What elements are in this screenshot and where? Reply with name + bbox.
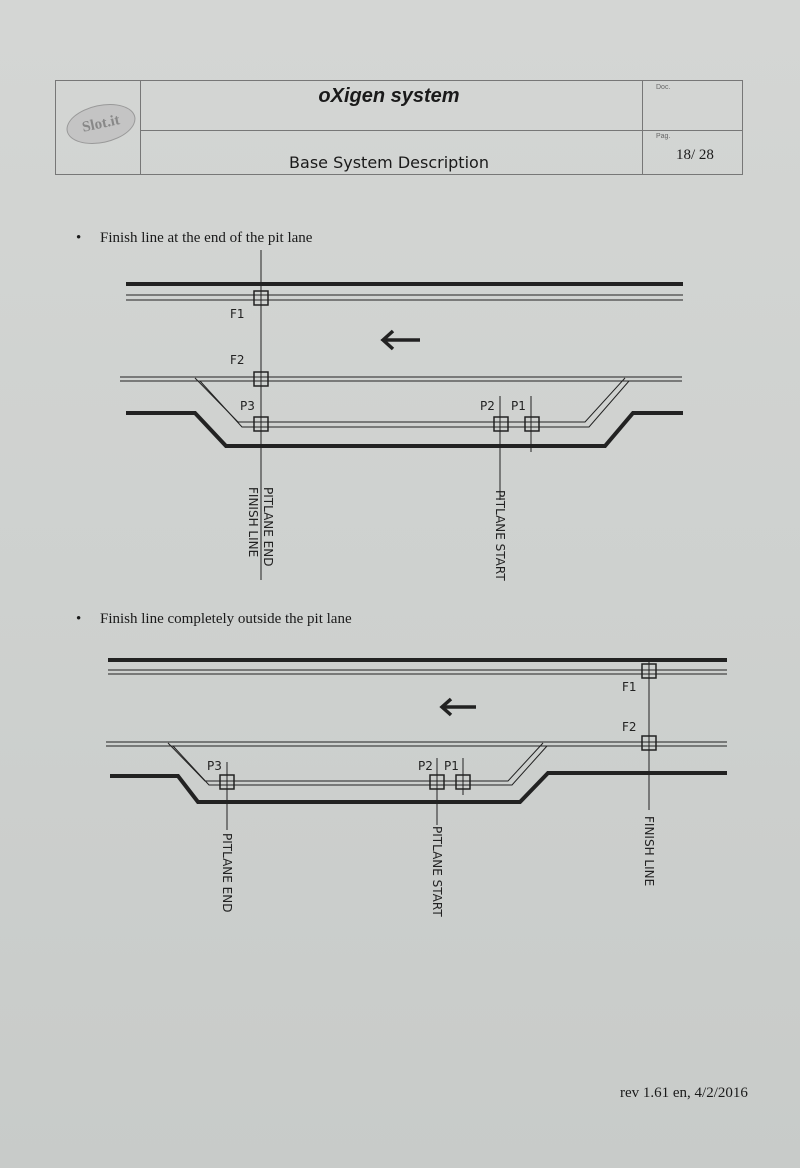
finish-line-label: FINISH LINE <box>246 487 260 557</box>
direction-arrow-icon <box>439 697 476 717</box>
sensor-f2-label: F2 <box>230 353 245 367</box>
pitlane-start-label: PITLANE START <box>430 826 444 917</box>
sensor-p3-label: P3 <box>240 399 255 413</box>
pitlane-end-label: PITLANE END <box>261 487 275 566</box>
sensor-p2-label: P2 <box>418 759 433 773</box>
revision-footer: rev 1.61 en, 4/2/2016 <box>620 1085 748 1101</box>
pitlane-end-label: PITLANE END <box>220 833 234 912</box>
sensor-p3-label: P3 <box>207 759 222 773</box>
finish-line-label: FINISH LINE <box>642 816 656 886</box>
direction-arrow-icon <box>380 329 420 351</box>
sensor-p2-label: P2 <box>480 399 495 413</box>
page-number: 18/ 28 <box>676 147 714 163</box>
document-title: oXigen system <box>318 85 460 107</box>
pitlane-start-label: PITLANE START <box>493 490 507 581</box>
diagram-2 <box>106 658 727 830</box>
diagram-1 <box>120 250 683 580</box>
sensor-p1-label: P1 <box>511 399 526 413</box>
sensor-f1-label: F1 <box>230 307 245 321</box>
sensor-f1-label: F1 <box>622 680 637 694</box>
document-subtitle: Base System Description <box>289 153 489 172</box>
page-label: Pag. <box>656 133 671 140</box>
sensor-f2-label: F2 <box>622 720 637 734</box>
section-heading-1: •Finish line at the end of the pit lane <box>76 230 313 246</box>
doc-label: Doc. <box>656 84 671 91</box>
section-heading-2: •Finish line completely outside the pit … <box>76 611 352 627</box>
header-table: Slot.it oXigen system Base System Descri… <box>55 80 743 175</box>
sensor-p1-label: P1 <box>444 759 459 773</box>
